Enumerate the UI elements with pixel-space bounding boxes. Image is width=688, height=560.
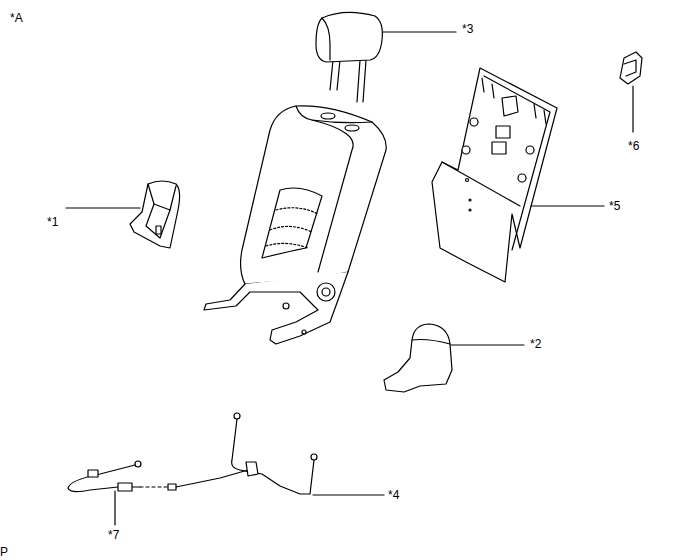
callout-number: *1 xyxy=(47,215,58,229)
back-board xyxy=(432,68,557,282)
callout-number: *3 xyxy=(462,22,473,36)
headrest xyxy=(316,12,382,102)
cable xyxy=(68,461,141,492)
leader-line xyxy=(114,491,115,525)
cable xyxy=(140,413,317,494)
callout-number: *7 xyxy=(108,528,119,542)
leader-line xyxy=(451,344,524,345)
callout-number: *6 xyxy=(628,139,639,153)
leader-line xyxy=(383,31,456,32)
clip-part xyxy=(620,52,642,84)
callout-number: *5 xyxy=(609,199,620,213)
cover-part xyxy=(130,181,180,248)
figure-id: *A xyxy=(10,11,23,25)
callout-number: *2 xyxy=(530,337,541,351)
callout-number: *4 xyxy=(388,488,399,502)
leader-line xyxy=(531,205,604,206)
page-marker: P xyxy=(0,545,8,559)
leader-line xyxy=(66,207,140,208)
leader-line xyxy=(632,86,633,132)
leader-line xyxy=(313,494,384,495)
seat-back xyxy=(204,106,386,344)
cover-part xyxy=(384,324,452,392)
